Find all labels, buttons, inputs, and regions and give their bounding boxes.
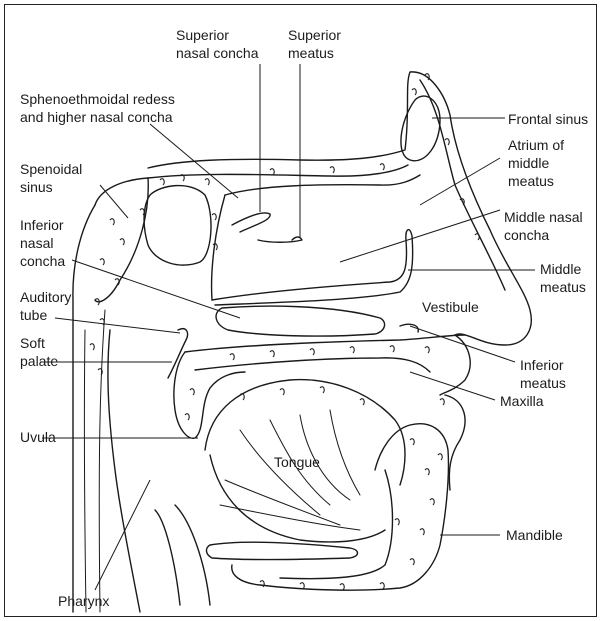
sphenoidal-sinus-shape xyxy=(144,186,211,266)
label-maxilla: Maxilla xyxy=(500,392,544,410)
label-middle-meatus: Middle meatus xyxy=(540,260,586,296)
nasal-bridge-inner xyxy=(420,80,505,290)
label-sphenoethmoidal-recess: Sphenoethmoidal redess and higher nasal … xyxy=(20,90,175,126)
superior-meatus-shape xyxy=(258,237,302,242)
leader-atrium xyxy=(420,158,500,205)
label-vestibule: Vestibule xyxy=(422,298,479,316)
leader-pharynx xyxy=(95,480,150,590)
mandible-outline xyxy=(232,424,449,590)
leader-auditory-tube xyxy=(55,318,180,333)
label-pharynx: Pharynx xyxy=(58,592,109,610)
label-superior-nasal-concha: Superior nasal concha xyxy=(176,26,259,62)
hyoid-shape xyxy=(206,542,357,559)
leader-inferior-nasal-concha xyxy=(72,260,240,318)
bone-speckles xyxy=(90,74,479,590)
label-auditory-tube: Auditory tube xyxy=(20,288,71,324)
tongue-fibers-5 xyxy=(225,480,340,525)
label-mandible: Mandible xyxy=(506,526,563,544)
superior-concha-shape xyxy=(232,213,270,232)
label-spenoidal-sinus: Spenoidal sinus xyxy=(20,160,82,196)
label-inferior-nasal-concha: Inferior nasal concha xyxy=(20,216,65,270)
larynx-shape xyxy=(175,505,210,605)
label-atrium-middle-meatus: Atrium of middle meatus xyxy=(508,136,564,190)
label-tongue: Tongue xyxy=(274,453,320,471)
leader-lines xyxy=(40,64,535,590)
leader-spenoidal-sinus xyxy=(100,185,128,218)
middle-concha-shape xyxy=(212,230,413,305)
nasal-cavity-roof xyxy=(225,175,420,195)
tongue-fibers-6 xyxy=(220,505,360,530)
label-frontal-sinus: Frontal sinus xyxy=(508,110,588,128)
inferior-concha-shape xyxy=(216,306,385,336)
label-middle-nasal-concha: Middle nasal concha xyxy=(504,208,583,244)
pharynx-wall-inner xyxy=(108,330,140,612)
pharynx-line-a xyxy=(99,310,105,612)
hard-palate-upper xyxy=(185,335,465,352)
pharynx-line-b xyxy=(84,330,86,612)
label-superior-meatus: Superior meatus xyxy=(288,26,341,62)
mandible-inner xyxy=(280,470,393,579)
cribriform-line xyxy=(148,165,408,178)
tongue-fibers-4 xyxy=(330,410,360,495)
nasal-cavity-post xyxy=(212,195,225,300)
epiglottis-shape xyxy=(155,510,180,605)
label-uvula: Uvula xyxy=(20,428,56,446)
upper-lip xyxy=(440,335,470,395)
leader-middle-nasal-concha xyxy=(340,210,500,262)
label-inferior-meatus: Inferior meatus xyxy=(520,356,566,392)
hard-palate-lower xyxy=(195,358,430,372)
label-soft-palate: Soft palate xyxy=(20,334,58,370)
leader-maxilla xyxy=(410,372,495,400)
